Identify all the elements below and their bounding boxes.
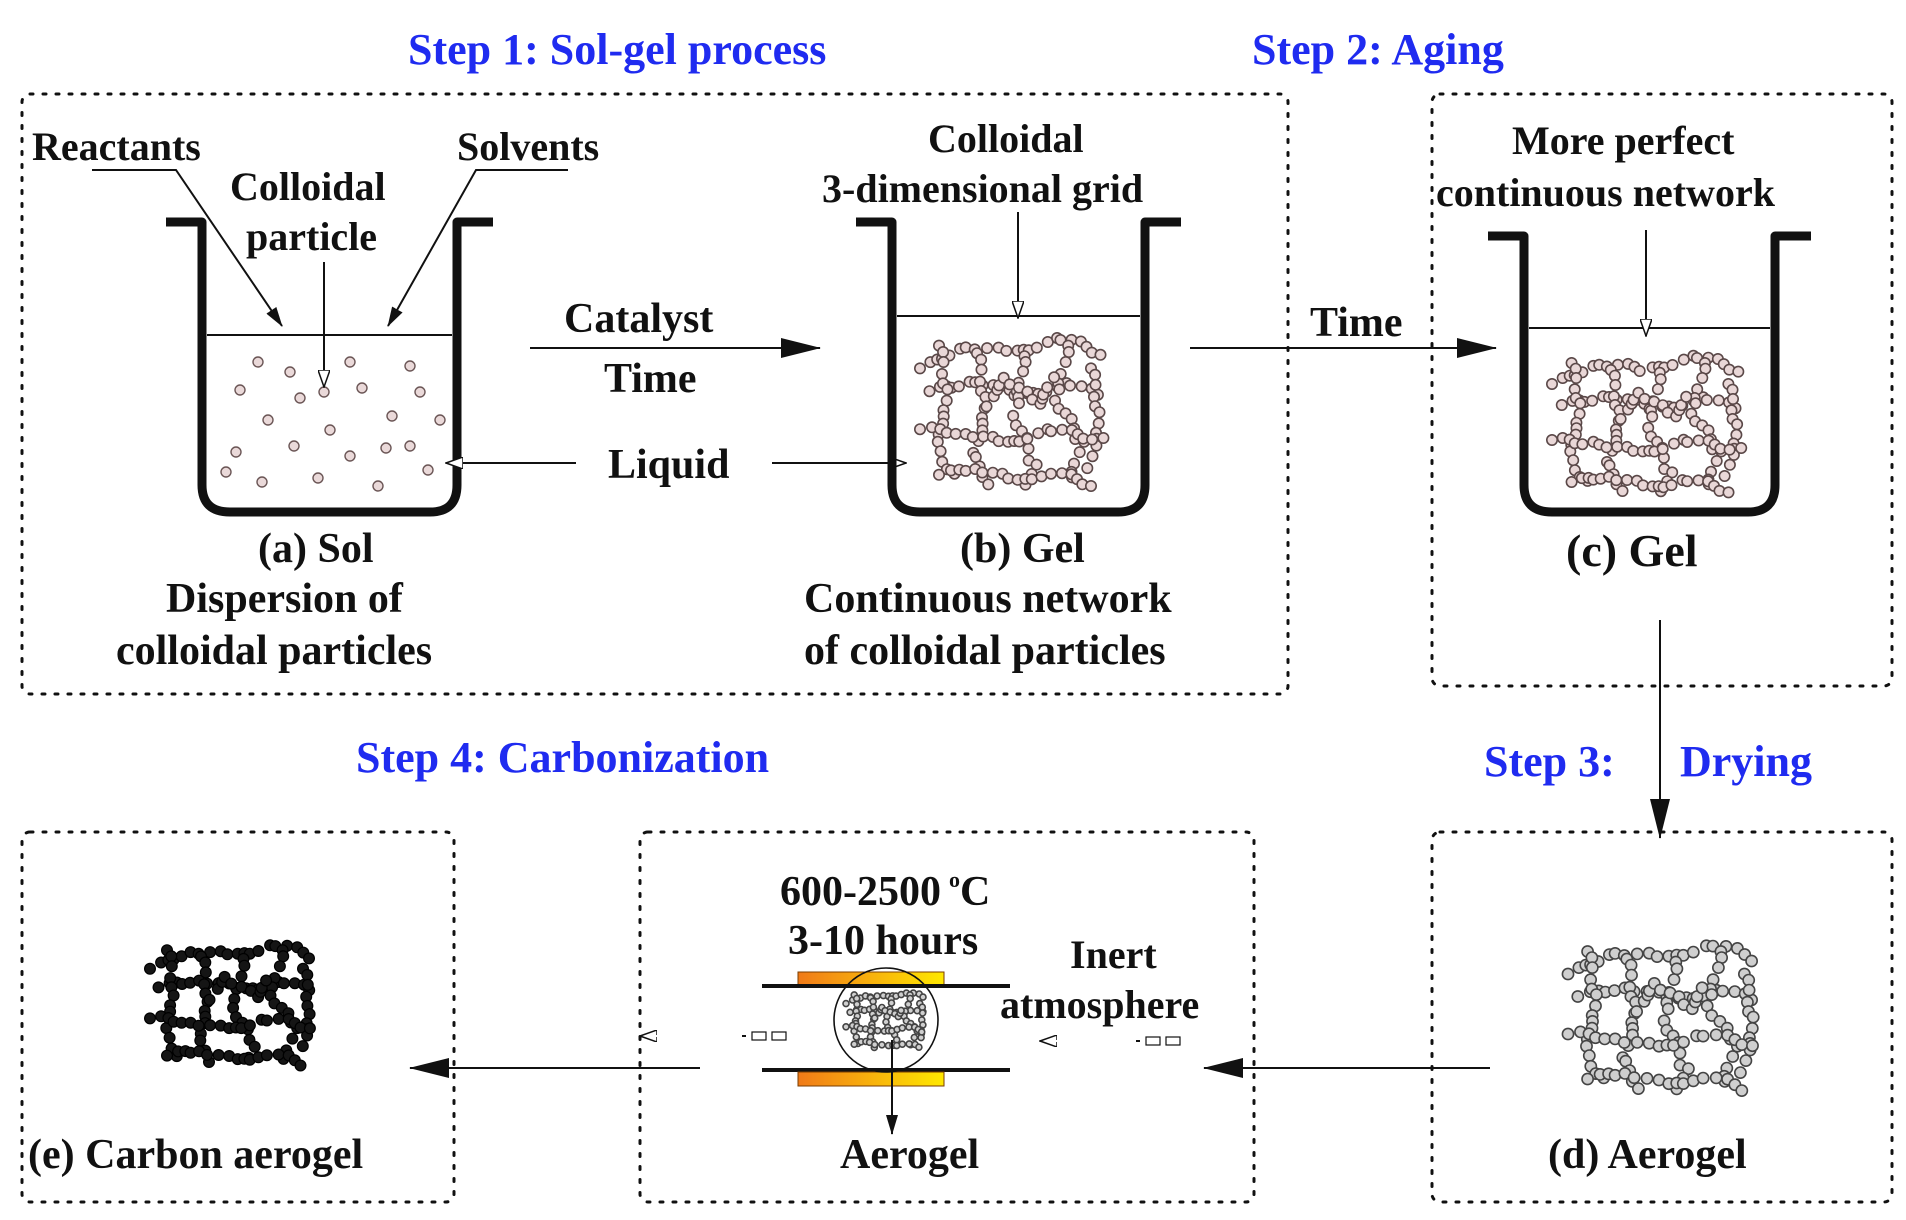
carbon-aerogel-network	[144, 939, 316, 1072]
aerogel-network	[1561, 939, 1760, 1097]
colloidal-grid-label-2: 3-dimensional grid	[822, 166, 1143, 211]
carbon-aerogel-box	[20, 830, 456, 1204]
hours-label: 3-10 hours	[788, 918, 978, 964]
solvents-pointer	[387, 169, 568, 327]
exhaust-gas-flow	[640, 1032, 787, 1040]
step1-title: Step 1: Sol-gel process	[408, 25, 826, 74]
sol-particles	[220, 356, 446, 492]
colloidal-particle-label-2: particle	[246, 214, 377, 259]
sol-title: (a) Sol	[258, 526, 374, 572]
sol-desc-1: Dispersion of	[166, 576, 404, 622]
inert-label-2: atmosphere	[1000, 982, 1199, 1027]
gel-c-network	[1546, 349, 1748, 499]
inert-gas-flow	[1040, 1037, 1181, 1045]
step2-box	[1430, 92, 1894, 688]
step3-drying: Drying	[1680, 737, 1812, 786]
gel-b-desc-2: of colloidal particles	[804, 628, 1166, 674]
aerogel-d-title: (d) Aerogel	[1548, 1132, 1747, 1178]
carbon-aerogel-title: (e) Carbon aerogel	[28, 1132, 363, 1178]
reactants-pointer	[92, 169, 283, 327]
gel-b-network	[913, 331, 1110, 492]
carbonization-box	[638, 830, 1256, 1204]
step4-title: Step 4: Carbonization	[356, 733, 769, 782]
time-label-1: Time	[604, 356, 697, 402]
step2-title: Step 2: Aging	[1252, 25, 1504, 74]
beaker-gel-b	[856, 217, 1181, 517]
more-perfect-label-2: continuous network	[1436, 170, 1776, 215]
step3-title: Step 3:	[1484, 737, 1615, 786]
inert-label-1: Inert	[1070, 932, 1157, 977]
step1-box	[20, 92, 1290, 696]
beaker-sol	[166, 217, 493, 517]
furnace-aerogel-label: Aerogel	[840, 1132, 979, 1178]
liquid-label: Liquid	[608, 442, 729, 488]
gel-b-title: (b) Gel	[960, 526, 1085, 572]
catalyst-label: Catalyst	[564, 296, 713, 342]
colloidal-particle-label-1: Colloidal	[230, 164, 386, 209]
gel-b-desc-1: Continuous network	[804, 576, 1172, 622]
more-perfect-label-1: More perfect	[1512, 118, 1735, 163]
furnace-sample-network	[842, 989, 927, 1052]
sol-desc-2: colloidal particles	[116, 628, 432, 674]
time-label-2: Time	[1310, 300, 1403, 346]
colloidal-grid-label-1: Colloidal	[928, 116, 1084, 161]
reactants-label: Reactants	[32, 124, 201, 169]
beaker-gel-c	[1488, 231, 1811, 517]
solvents-label: Solvents	[457, 124, 599, 169]
gel-c-title: (c) Gel	[1566, 525, 1698, 576]
furnace	[762, 967, 1010, 1135]
